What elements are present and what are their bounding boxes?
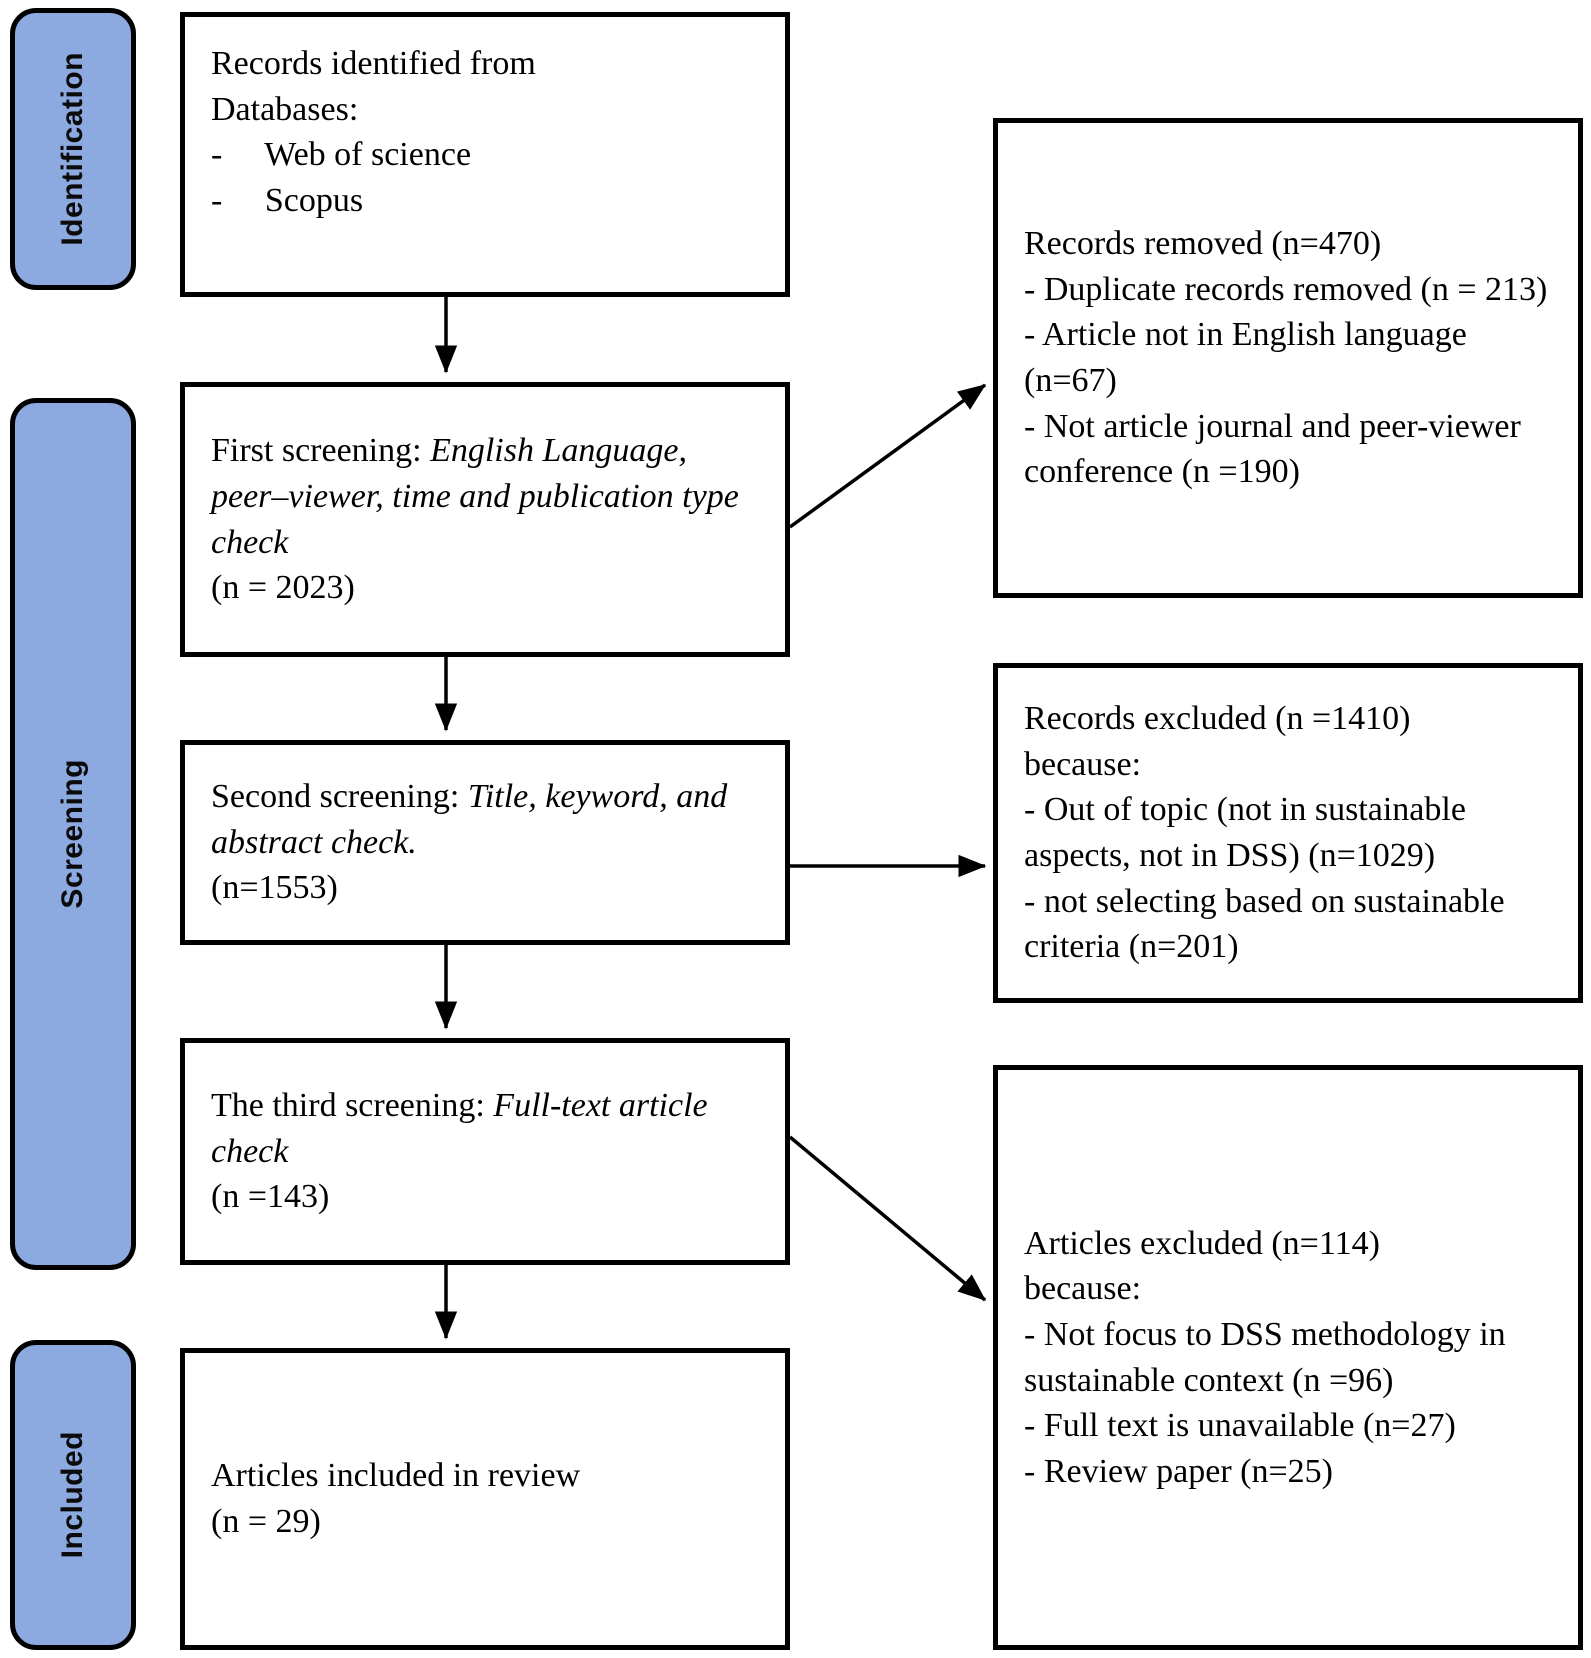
second-screening-count: (n=1553) [211,869,338,907]
box-records-removed: Records removed (n=470) - Duplicate reco… [993,118,1583,598]
third-screening-count: (n =143) [211,1178,330,1216]
articles-excluded-text: Articles excluded (n=114) because: - Not… [998,1221,1578,1494]
records-excluded-heading: Records excluded (n =1410) [1024,700,1411,738]
stage-pill-screening: Screening [10,398,136,1270]
records-excluded-subheading: because: [1024,745,1142,783]
records-removed-reason-0: - Duplicate records removed (n = 213) [1024,270,1548,308]
box-first-screening: First screening: English Language, peer–… [180,382,790,657]
stage-pill-included: Included [10,1340,136,1650]
box-articles-excluded: Articles excluded (n=114) because: - Not… [993,1065,1583,1650]
box-second-screening: Second screening: Title, keyword, and ab… [180,740,790,945]
articles-excluded-heading: Articles excluded (n=114) [1024,1224,1380,1262]
records-excluded-reason-1: - not selecting based on sustainable cri… [1024,882,1505,966]
stage-label-included: Included [56,1431,89,1559]
records-identified-text: Records identified from Databases: - Web… [185,17,785,223]
first-screening-count: (n = 2023) [211,569,355,607]
first-screening-criteria: English Language, peer–viewer, time and … [211,432,739,561]
records-removed-reason-2: - Not article journal and peer-viewer co… [1024,407,1521,491]
records-identified-item-0: - Web of science [211,136,472,174]
box-included-articles: Articles included in review (n = 29) [180,1348,790,1650]
records-identified-subheading: Databases: [211,90,359,128]
third-screening-text: The third screening: Full-text article c… [185,1083,785,1220]
articles-excluded-subheading: because: [1024,1270,1142,1308]
box-records-excluded: Records excluded (n =1410) because: - Ou… [993,663,1583,1003]
included-articles-count: (n = 29) [211,1503,321,1540]
records-identified-item-1: - Scopus [211,181,364,219]
articles-excluded-reason-0: - Not focus to DSS methodology in sustai… [1024,1315,1506,1399]
records-identified-heading: Records identified from [211,45,536,82]
included-articles-text: Articles included in review (n = 29) [185,1453,785,1544]
records-removed-reason-1: - Article not in English language (n=67) [1024,316,1467,399]
articles-excluded-reason-2: - Review paper (n=25) [1024,1452,1334,1490]
stage-pill-identification: Identification [10,8,136,290]
second-screening-criteria: Title, keyword, and abstract check. [211,778,728,861]
third-screening-lead: The third screening: [211,1087,494,1125]
records-removed-text: Records removed (n=470) - Duplicate reco… [998,221,1578,494]
included-articles-heading: Articles included in review [211,1457,581,1495]
records-removed-heading: Records removed (n=470) [1024,225,1382,263]
box-records-identified: Records identified from Databases: - Web… [180,12,790,297]
arrow-third-screening-to-articles-excluded [788,1135,987,1302]
arrow-first-screening-to-records-removed [788,383,987,529]
box-third-screening: The third screening: Full-text article c… [180,1038,790,1265]
third-screening-criteria: Full-text article check [211,1087,708,1170]
articles-excluded-reason-1: - Full text is unavailable (n=27) [1024,1407,1456,1445]
second-screening-lead: Second screening: [211,778,468,816]
first-screening-text: First screening: English Language, peer–… [185,428,785,610]
stage-label-identification: Identification [56,52,89,246]
first-screening-lead: First screening: [211,432,431,470]
records-excluded-reason-0: - Out of topic (not in sustainable aspec… [1024,791,1466,874]
second-screening-text: Second screening: Title, keyword, and ab… [185,774,785,911]
stage-label-screening: Screening [56,759,89,909]
records-excluded-text: Records excluded (n =1410) because: - Ou… [998,696,1578,969]
